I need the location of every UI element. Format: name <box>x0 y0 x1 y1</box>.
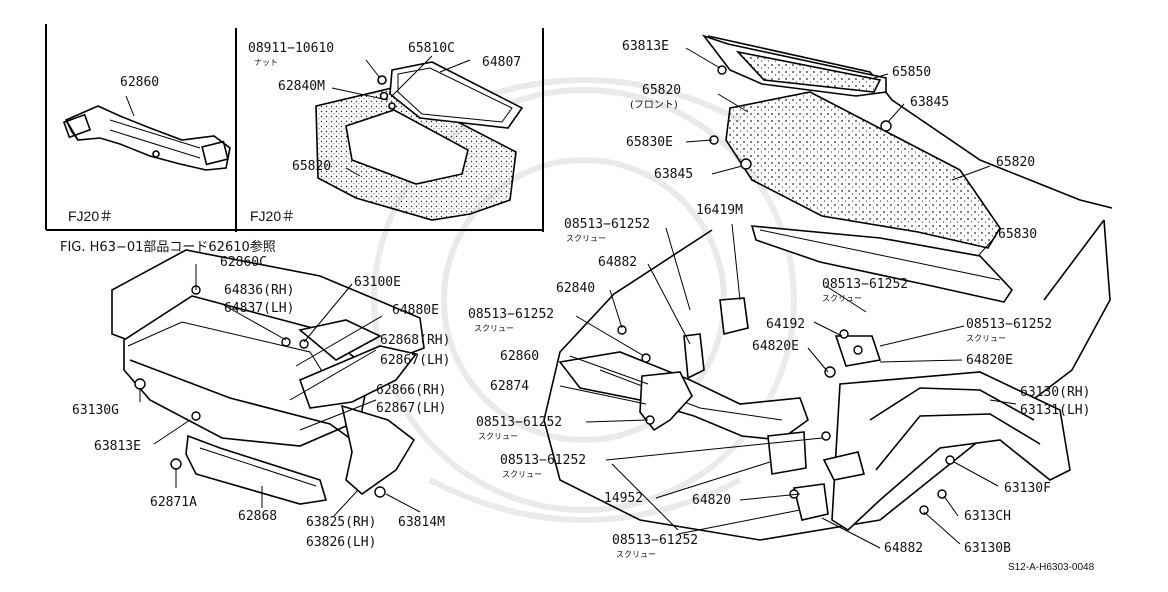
air-duct-inset <box>62 95 231 171</box>
part-16419M: 16419M <box>696 203 743 218</box>
part-08513-a: 08513−61252 <box>564 217 651 232</box>
part-64837LH: 64837(LH) <box>224 301 295 316</box>
part-65830E: 65830E <box>626 135 673 150</box>
part-63845-a: 63845 <box>910 95 950 110</box>
part-63825RH: 63825(RH) <box>306 515 377 530</box>
part-63131LH: 63131(LH) <box>1020 403 1091 418</box>
part-62868RH: 62868(RH) <box>380 333 451 348</box>
part-65830: 65830 <box>998 227 1038 242</box>
nut-note: ナット <box>254 58 278 67</box>
screw-note-c: スクリュー <box>822 294 862 303</box>
part-64820E-a: 64820E <box>752 339 799 354</box>
figure-reference: FIG. H63−01部品コード62610参照 <box>60 240 276 255</box>
part-64820: 64820 <box>692 493 732 508</box>
part-08513-e: 08513−61252 <box>476 415 563 430</box>
part-6313CH: 6313CH <box>964 509 1011 524</box>
part-08513-c: 08513−61252 <box>822 277 909 292</box>
part-63130B: 63130B <box>964 541 1011 556</box>
part-62860: 62860 <box>500 349 540 364</box>
hood-assembly <box>543 34 1113 541</box>
screw-note-g: スクリュー <box>616 550 656 559</box>
nut-code: 08911−10610 <box>248 41 335 56</box>
part-65820-b: 65820 <box>996 155 1036 170</box>
part-64882-b: 64882 <box>884 541 924 556</box>
inset-right-variant: FJ20＃ <box>250 208 296 224</box>
part-63845-b: 63845 <box>654 167 694 182</box>
part-64880E: 64880E <box>392 303 439 318</box>
screw-note-e: スクリュー <box>478 432 518 441</box>
inset-part-62840M: 62840M <box>278 79 325 94</box>
part-63130G: 63130G <box>72 403 119 418</box>
part-62866RH: 62866(RH) <box>376 383 447 398</box>
part-63130RH: 63130(RH) <box>1020 385 1091 400</box>
screw-note-a: スクリュー <box>566 234 606 243</box>
part-62867LH-b: 62867(LH) <box>376 401 447 416</box>
part-64820E-b: 64820E <box>966 353 1013 368</box>
part-14952: 14952 <box>604 491 644 506</box>
inset-frames <box>45 24 544 232</box>
part-64836RH: 64836(RH) <box>224 283 295 298</box>
front-note: (フロント) <box>630 100 678 111</box>
part-63130F: 63130F <box>1004 481 1051 496</box>
part-63813E-top: 63813E <box>622 39 669 54</box>
hood-panel-inset <box>315 61 524 221</box>
part-63813E-b: 63813E <box>94 439 141 454</box>
screw-note-b: スクリュー <box>474 324 514 333</box>
part-62874: 62874 <box>490 379 530 394</box>
leader-lines <box>139 47 1017 549</box>
inset-part-64807: 64807 <box>482 55 522 70</box>
part-08513-b: 08513−61252 <box>468 307 555 322</box>
inset-part-65810C: 65810C <box>408 41 455 56</box>
inset-part-65820: 65820 <box>292 159 332 174</box>
inset-left-variant: FJ20＃ <box>68 208 114 224</box>
fasteners <box>134 65 955 515</box>
part-65820-front: 65820 <box>642 83 682 98</box>
part-62840: 62840 <box>556 281 596 296</box>
part-64192: 64192 <box>766 317 806 332</box>
part-62860C: 62860C <box>220 255 267 270</box>
part-63100E: 63100E <box>354 275 401 290</box>
screw-note-f: スクリュー <box>502 470 542 479</box>
part-64882-a: 64882 <box>598 255 638 270</box>
part-08513-g: 08513−61252 <box>612 533 699 548</box>
inset-part-62860: 62860 <box>120 75 160 90</box>
document-code: S12-A-H6303-0048 <box>1008 562 1095 573</box>
front-support <box>111 249 425 505</box>
part-62867LH-a: 62867(LH) <box>380 353 451 368</box>
part-63814M: 63814M <box>398 515 445 530</box>
part-65850: 65850 <box>892 65 932 80</box>
part-62868: 62868 <box>238 509 278 524</box>
engine-bay-components <box>558 297 1071 532</box>
watermark-emblem <box>371 77 797 523</box>
part-63826LH: 63826(LH) <box>306 535 377 550</box>
part-08513-f: 08513−61252 <box>500 453 587 468</box>
part-62871A: 62871A <box>150 495 197 510</box>
part-08513-d: 08513−61252 <box>966 317 1053 332</box>
screw-note-d: スクリュー <box>966 334 1006 343</box>
